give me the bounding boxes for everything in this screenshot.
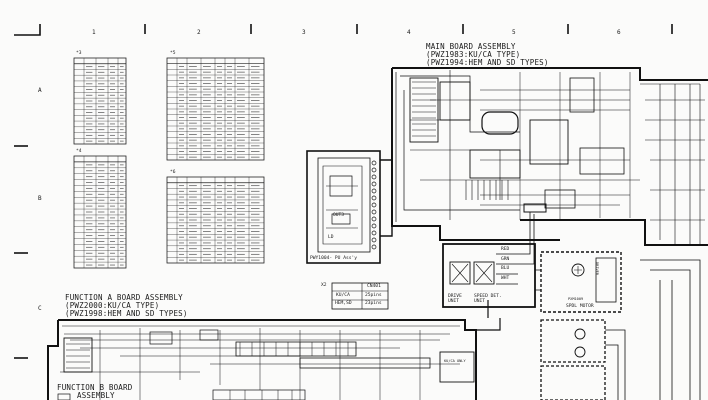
column-number-4: 4 [407,29,411,36]
function-a-type-hem: (PWZ1998:HEM AND SD TYPES) [65,309,188,318]
drive-unit-label: DRIVE UNIT [448,294,462,304]
wire-blu: BLU [501,266,510,271]
function-b-title: FUNCTION B BOARD [57,383,133,392]
spec-table-5 [166,57,265,161]
driver-label: DRIVER [595,262,599,275]
wire-red: RED [501,247,510,252]
table-tag-5: *5 [170,51,176,56]
row-letter-b: B [38,195,42,202]
connector-table-header: CN401 [367,284,381,289]
spdl-part-label: PXM1009 [568,297,584,301]
connector-row-hem-pins: 23pins [365,301,382,306]
connector-row-hem: HEM,SD [335,301,352,306]
main-board-type-hem: (PWZ1994:HEM AND SD TYPES) [426,58,549,67]
spec-table-4 [73,155,127,269]
column-number-1: 1 [92,29,96,36]
column-number-3: 3 [302,29,306,36]
frame-corner-mark [14,24,41,36]
pu-assy-label: PWY1004- PU Ass'y [310,256,358,261]
function-a-type-ku: (PWZ2000:KU/CA TYPE) [65,301,160,310]
pu-part-out3: OUT3 [333,213,345,218]
row-letter-a: A [38,87,42,94]
wire-grn: GRN [501,257,510,262]
table-tag-6: *6 [170,170,176,175]
spec-table-6 [166,176,265,264]
connector-table-tag: X2 [321,283,327,288]
table-tag-3: *3 [76,51,82,56]
pu-part-ld: LD [328,235,334,240]
wire-wht: WHT [501,276,510,281]
column-number-2: 2 [197,29,201,36]
column-number-6: 6 [617,29,621,36]
main-board-title: MAIN BOARD ASSEMBLY [426,42,516,51]
main-board-type-ku: (PWZ1983:KU/CA TYPE) [426,50,521,59]
kuca-only-note: KU/CA ONLY [444,359,466,363]
spdl-motor-label: SPDL MOTOR [566,304,594,309]
function-a-title: FUNCTION A BOARD ASSEMBLY [65,293,183,302]
column-number-5: 5 [512,29,516,36]
connector-row-kuca: KU/CA [336,293,350,298]
function-b-title-2: ASSEMBLY [77,391,115,400]
table-tag-4: *4 [76,149,82,154]
speed-det-unit-label: SPEED DET. UNIT [474,294,502,304]
row-letter-c: C [38,305,42,312]
spec-table-3 [73,57,127,145]
connector-row-kuca-pins: 25pins [365,293,382,298]
